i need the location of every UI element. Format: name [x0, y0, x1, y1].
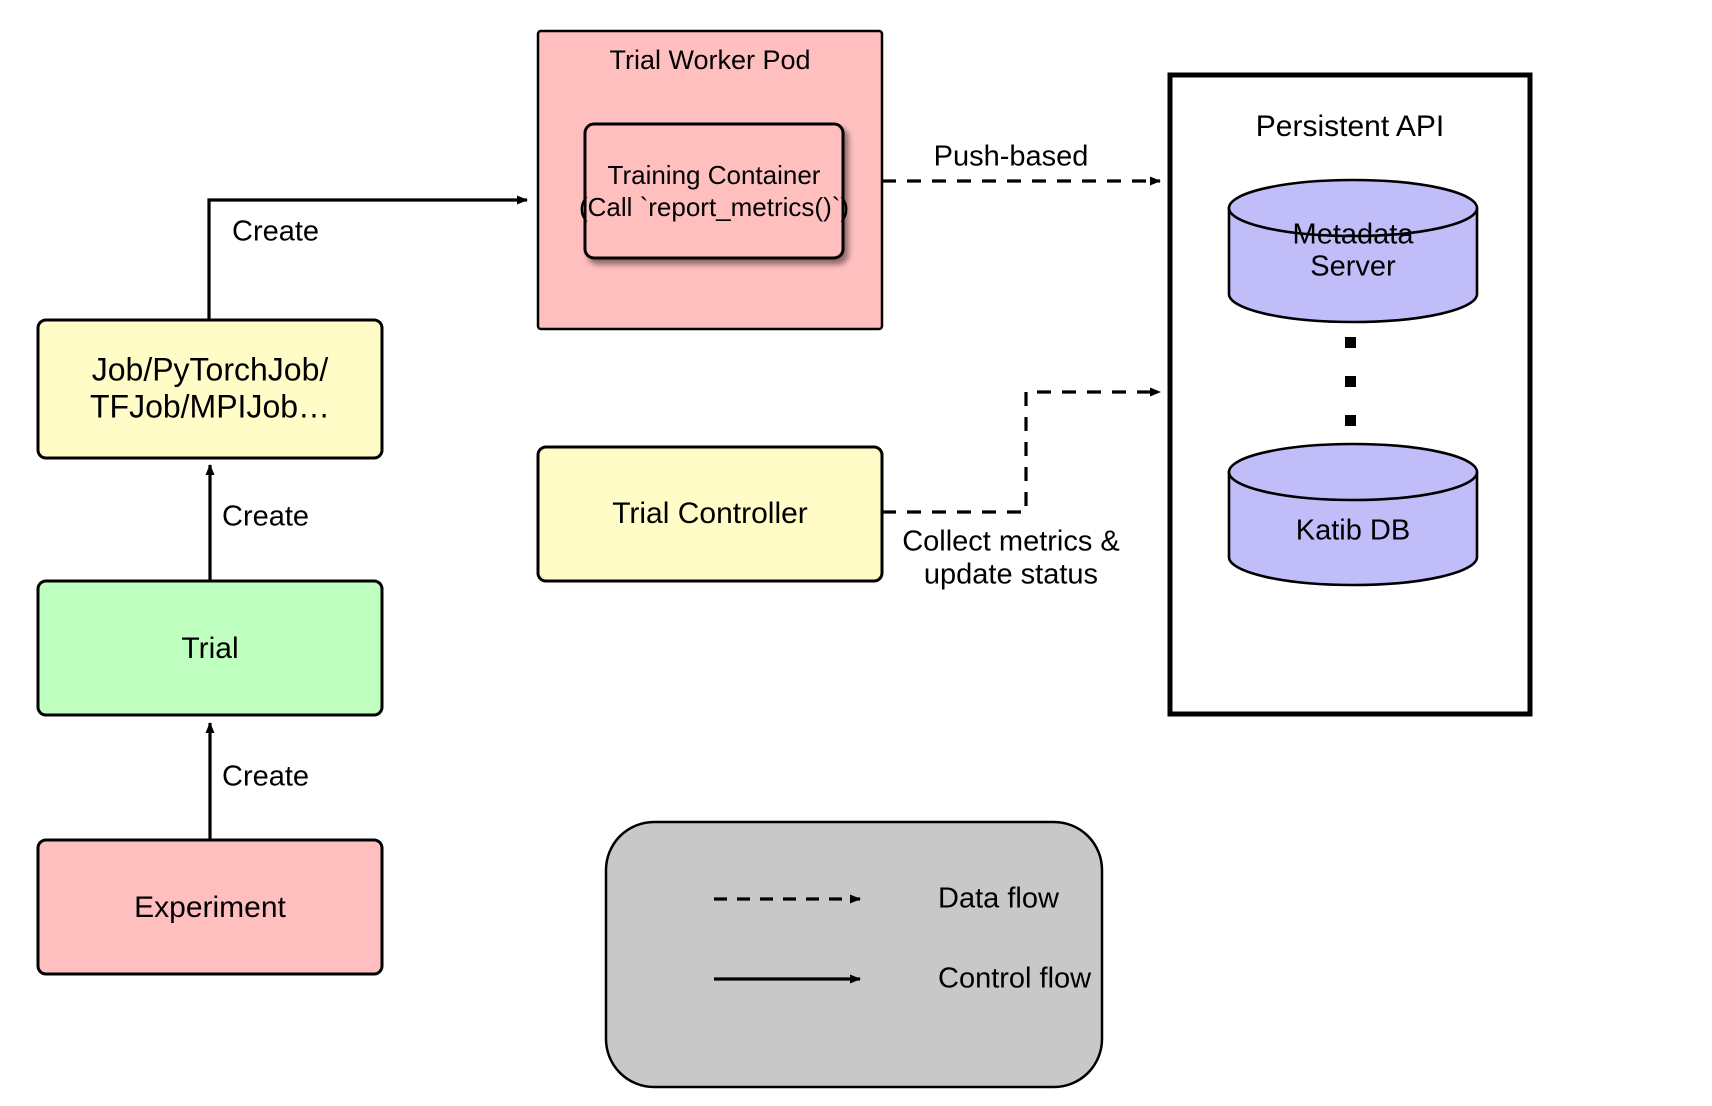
- edge-trial-to-job: Create: [205, 464, 309, 580]
- node-job-types[interactable]: Job/PyTorchJob/ TFJob/MPIJob…: [36, 318, 384, 460]
- legend-box: [604, 820, 1104, 1089]
- edge-label-push-based: Push-based: [934, 141, 1089, 173]
- trial-controller-label: Trial Controller: [612, 497, 808, 530]
- job-types-label-line1: Job/PyTorchJob/: [92, 351, 329, 387]
- training-container-label-line1: Training Container: [608, 160, 821, 190]
- katib-db-label: Katib DB: [1296, 515, 1410, 547]
- trial-label: Trial: [181, 632, 238, 665]
- training-container-label-line2: (Call `report_metrics()`): [579, 192, 849, 222]
- edge-line: [207, 195, 528, 320]
- ellipsis-dot: [1345, 415, 1356, 426]
- legend-label-control-flow: Control flow: [938, 963, 1092, 995]
- training-container-box[interactable]: [583, 122, 845, 260]
- ellipsis-dot: [1345, 376, 1356, 387]
- metadata-server-cylinder-body[interactable]: [1227, 206, 1479, 324]
- persistent-api-label: Persistent API: [1256, 110, 1444, 143]
- edge-label-job-to-pod: Create: [232, 216, 319, 248]
- katib-db-cylinder-body[interactable]: [1227, 470, 1479, 587]
- node-metadata-server[interactable]: Metadata Server: [1227, 178, 1479, 324]
- node-katib-db[interactable]: Katib DB: [1227, 442, 1479, 587]
- trial-worker-pod-label: Trial Worker Pod: [609, 45, 810, 75]
- edge-controller-to-persistent-api: Collect metrics & update status: [882, 387, 1161, 591]
- edge-job-to-pod: Create: [207, 195, 528, 320]
- trial-controller-box[interactable]: [536, 445, 884, 583]
- metadata-server-label-line2: Server: [1310, 251, 1396, 283]
- edge-container-to-persistent-api: Push-based: [882, 141, 1161, 186]
- edge-line: [882, 387, 1161, 514]
- katib-db-cylinder-top: [1227, 442, 1479, 502]
- metadata-server-cylinder-top: [1227, 178, 1479, 238]
- node-persistent-api[interactable]: Persistent API: [1167, 72, 1533, 717]
- persistent-api-box[interactable]: [1167, 72, 1533, 717]
- experiment-box[interactable]: [36, 838, 384, 976]
- node-training-container[interactable]: Training Container (Call `report_metrics…: [579, 122, 849, 260]
- edge-label-collect-metrics-line2: update status: [924, 559, 1098, 591]
- legend-label-data-flow: Data flow: [938, 883, 1060, 915]
- metadata-server-label-line1: Metadata: [1293, 219, 1415, 251]
- edge-label-experiment-to-trial: Create: [222, 761, 309, 793]
- vertical-ellipsis-icon: [1345, 337, 1356, 426]
- node-trial[interactable]: Trial: [36, 579, 384, 717]
- experiment-label: Experiment: [134, 891, 286, 924]
- trial-box[interactable]: [36, 579, 384, 717]
- node-trial-controller[interactable]: Trial Controller: [536, 445, 884, 583]
- edge-experiment-to-trial: Create: [205, 722, 309, 840]
- edge-label-trial-to-job: Create: [222, 501, 309, 533]
- node-experiment[interactable]: Experiment: [36, 838, 384, 976]
- edge-label-collect-metrics-line1: Collect metrics &: [902, 526, 1120, 558]
- job-types-box[interactable]: [36, 318, 384, 460]
- legend-item-data-flow: Data flow: [714, 883, 1060, 915]
- job-types-label-line2: TFJob/MPIJob…: [90, 388, 330, 424]
- legend: Data flow Control flow: [604, 820, 1104, 1089]
- ellipsis-dot: [1345, 337, 1356, 348]
- legend-item-control-flow: Control flow: [714, 963, 1092, 995]
